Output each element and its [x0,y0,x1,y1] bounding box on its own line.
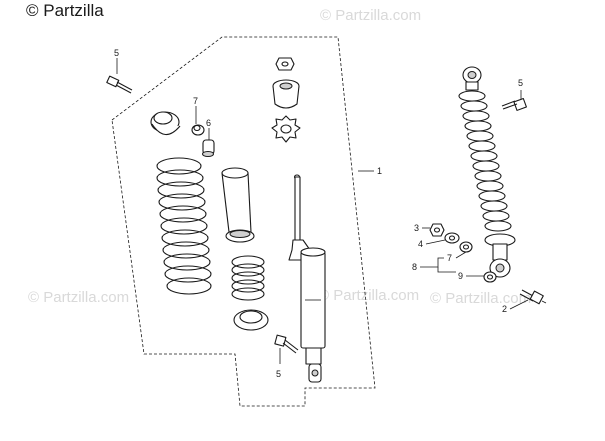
leader-4 [425,239,446,245]
callout-1: 1 [377,166,382,176]
bolt-5-bottom [274,334,299,354]
top-nut [275,57,295,71]
callout-5-left: 5 [114,48,119,58]
leader-8-upper [420,257,444,268]
callout-5-bottom: 5 [276,369,281,379]
leader-7-right [455,251,467,259]
callout-9: 9 [458,271,463,281]
washer-4 [444,232,460,244]
spring-seat-cup [150,111,181,136]
assembly-boundary [111,36,376,407]
callout-8: 8 [412,262,417,272]
secondary-coil-spring [231,255,265,301]
main-coil-spring [156,157,212,295]
callout-2: 2 [502,304,507,314]
bolt-5-right [501,97,527,111]
collar-7 [191,124,205,136]
watermark-mid-center: © Partzilla.com [318,287,419,304]
bushing-9 [483,271,497,283]
bolt-5-left [106,75,133,94]
callout-4: 4 [418,239,423,249]
star-washer [271,115,301,143]
nut-3 [429,223,445,237]
rubber-bump-stop [272,79,300,109]
callout-5-right: 5 [518,78,523,88]
callout-7-left: 7 [193,96,198,106]
watermark-mid-left: © Partzilla.com [28,289,129,306]
watermark-top-left: © Partzilla [26,1,104,20]
callout-3: 3 [414,223,419,233]
callout-6: 6 [206,118,211,128]
watermark-mid-right: © Partzilla.com [430,290,531,307]
collar-7-right [459,241,473,253]
damper-body [288,239,326,383]
watermark-top-right: © Partzilla.com [320,7,421,24]
callout-7-right: 7 [447,253,452,263]
leader-2 [509,299,529,310]
lower-spring-seat [233,309,269,331]
dust-tube [221,167,255,243]
assembled-shock [458,66,516,278]
leader-8-lower [437,267,456,273]
bushing-6 [202,139,215,157]
bolt-2 [519,289,547,305]
damper-rod [293,174,301,241]
